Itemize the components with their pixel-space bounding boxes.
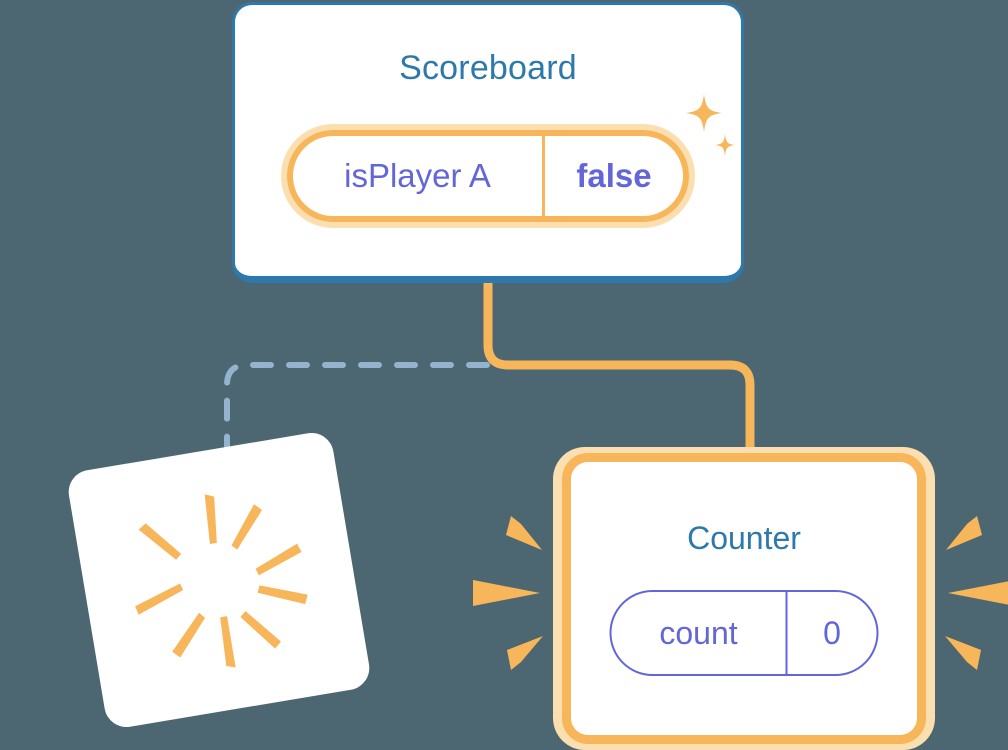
counter-burst-right-group <box>945 516 1008 670</box>
burst-ray-icon <box>473 580 540 606</box>
scoreboard-state-pill[interactable]: isPlayer A false <box>281 124 695 228</box>
connector-solid-to-counter-card <box>483 280 755 462</box>
burst-ray-icon <box>948 581 1008 605</box>
counter-card-title: Counter <box>687 520 801 556</box>
sparkle-large-icon <box>686 94 722 132</box>
burst-ray-icon <box>231 504 263 550</box>
burst-ray-icon <box>945 636 981 670</box>
burst-ray-icon <box>257 585 308 605</box>
burst-ray-icon <box>946 516 982 550</box>
burst-sparkle-group <box>135 494 308 668</box>
burst-ray-icon <box>506 516 542 550</box>
sparkle-group <box>686 94 735 156</box>
sparkle-small-icon <box>715 134 735 156</box>
counter-card[interactable]: Counter count 0 <box>562 453 926 744</box>
tilted-blank-card[interactable] <box>65 429 373 731</box>
scoreboard-card-title: Scoreboard <box>399 49 577 87</box>
counter-state-key: count <box>612 592 788 674</box>
burst-ray-icon <box>507 636 543 670</box>
counter-state-pill[interactable]: count 0 <box>609 590 879 676</box>
burst-ray-icon <box>240 611 282 649</box>
burst-ray-icon <box>220 616 236 668</box>
burst-ray-icon <box>255 543 302 576</box>
scoreboard-state-value: false <box>576 157 652 194</box>
burst-ray-icon <box>172 612 206 658</box>
scoreboard-state-key: isPlayer A <box>293 136 545 216</box>
counter-state-value: 0 <box>823 614 841 651</box>
counter-burst-left-group <box>473 516 543 670</box>
burst-ray-icon <box>138 523 182 560</box>
scoreboard-card[interactable]: Scoreboard isPlayer A false <box>232 2 744 283</box>
burst-ray-icon <box>204 494 217 545</box>
burst-ray-icon <box>135 583 184 615</box>
